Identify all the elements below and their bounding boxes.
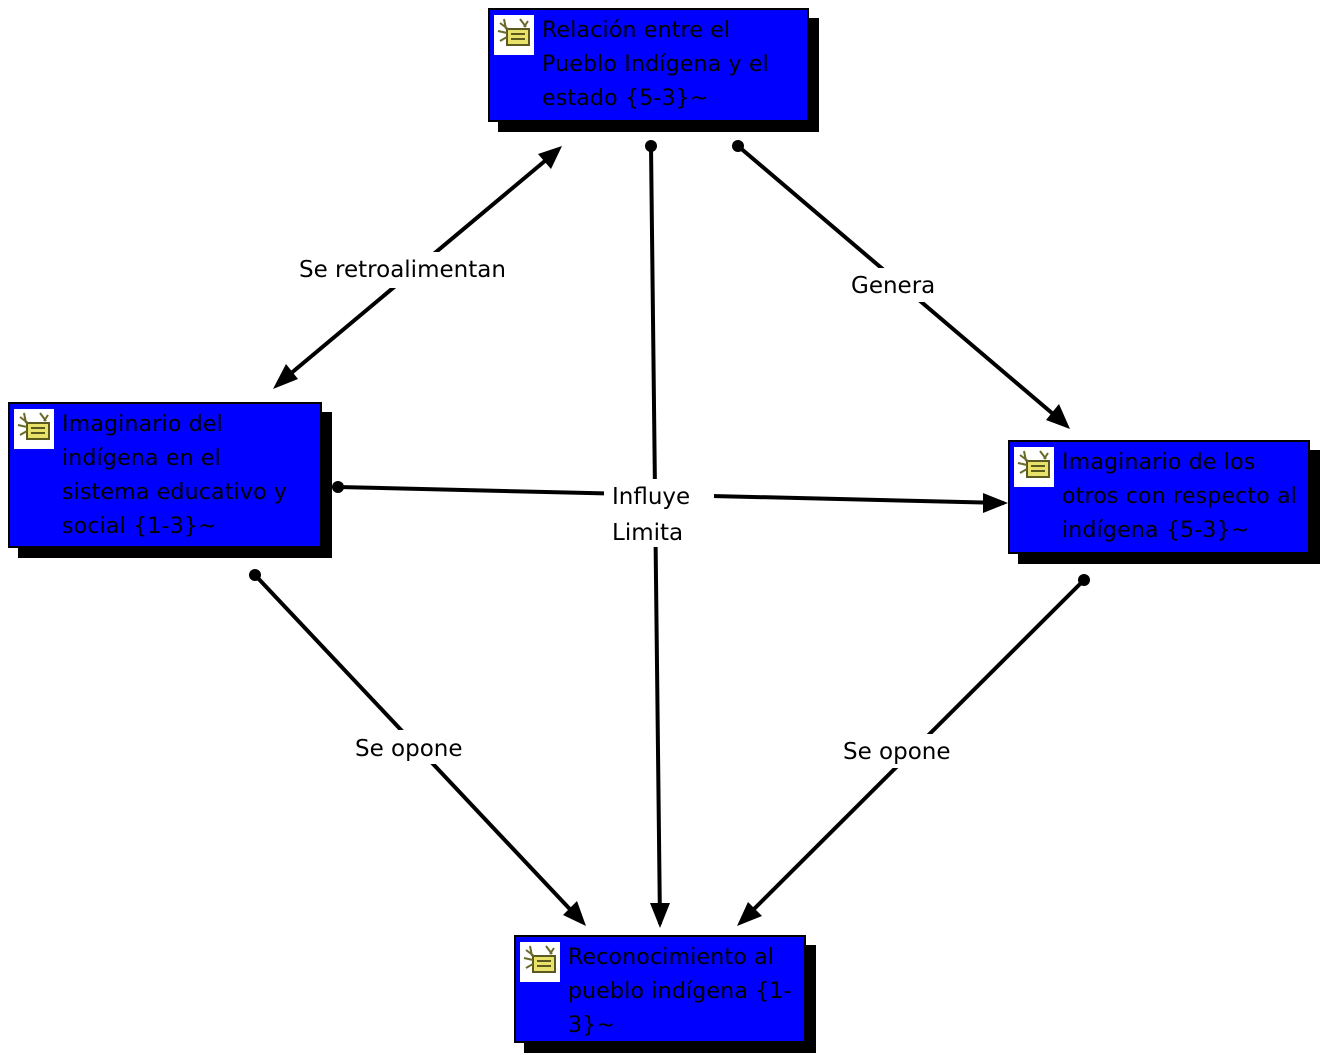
arrowhead-limita xyxy=(650,903,670,928)
edge-influye-dot xyxy=(332,481,344,493)
memo-concept-icon xyxy=(1014,447,1054,487)
memo-concept-icon xyxy=(520,942,560,982)
node-label: Imaginario de los otros con respecto al … xyxy=(1062,450,1298,543)
node-relacion-pueblo-estado[interactable]: Relación entre el Pueblo Indígena y el e… xyxy=(488,8,809,122)
edge-label-opone-left: Se opone xyxy=(355,736,463,762)
edge-opone-left-dot xyxy=(249,569,261,581)
node-imaginario-sistema-educativo[interactable]: Imaginario del indígena en el sistema ed… xyxy=(8,402,322,548)
memo-concept-icon xyxy=(494,15,534,55)
node-imaginario-otros[interactable]: Imaginario de los otros con respecto al … xyxy=(1008,440,1310,554)
arrowhead-retro-bottom xyxy=(273,364,298,389)
edge-label-retroalimentan: Se retroalimentan xyxy=(299,257,506,283)
arrowhead-influye xyxy=(983,493,1008,513)
edge-opone-right-dot xyxy=(1078,574,1090,586)
node-label: Reconocimiento al pueblo indígena {1-3}~ xyxy=(568,945,792,1038)
edge-label-influye: Influye xyxy=(612,484,690,510)
edge-label-opone-right: Se opone xyxy=(843,739,951,765)
edge-limita-dot xyxy=(645,140,657,152)
edge-genera-dot xyxy=(732,140,744,152)
node-label: Relación entre el Pueblo Indígena y el e… xyxy=(542,18,769,111)
edge-label-limita: Limita xyxy=(612,520,683,546)
memo-concept-icon xyxy=(14,409,54,449)
arrowhead-opone-left xyxy=(563,901,586,926)
arrowhead-retro-top xyxy=(538,146,562,169)
node-label: Imaginario del indígena en el sistema ed… xyxy=(62,412,288,539)
arrowhead-genera xyxy=(1046,404,1070,429)
node-reconocimiento[interactable]: Reconocimiento al pueblo indígena {1-3}~ xyxy=(514,935,806,1043)
edge-label-genera: Genera xyxy=(851,273,935,299)
arrowhead-opone-right xyxy=(737,902,762,926)
